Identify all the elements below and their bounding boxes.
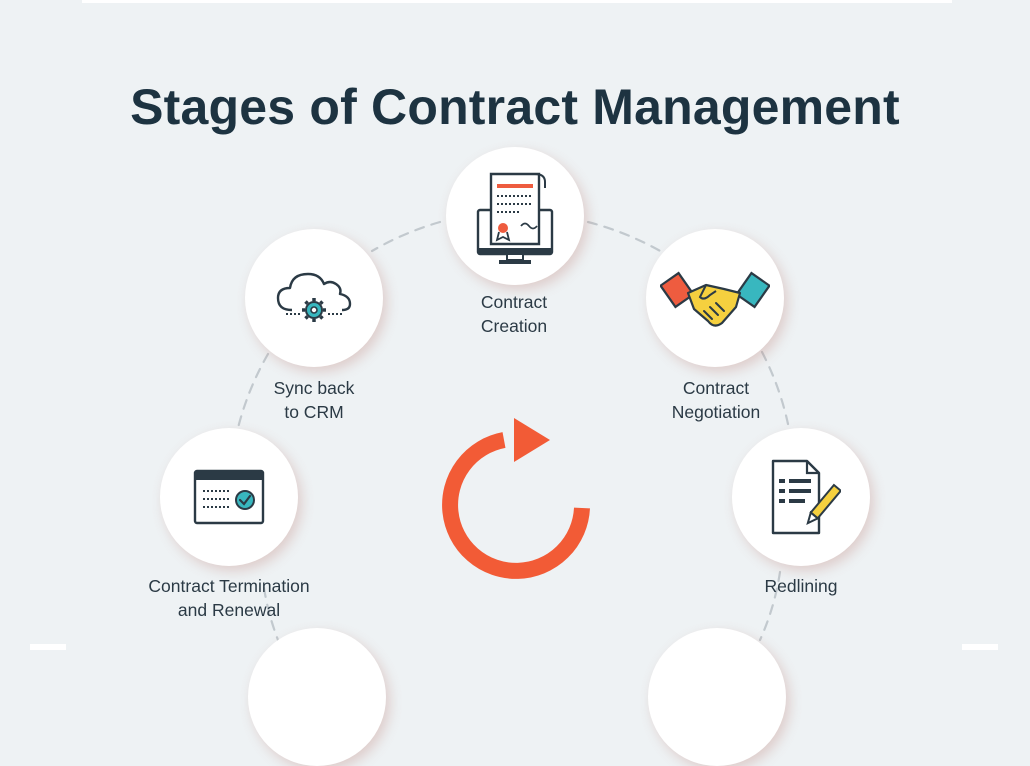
document-pen-icon xyxy=(771,459,841,535)
stage-label-contract-negotiation: Contract Negotiation xyxy=(671,378,761,422)
stage-label-redlining: Redlining xyxy=(764,576,838,596)
stage-label-sync-back-crm: Sync back to CRM xyxy=(273,378,355,422)
bottom-right-corner-strip xyxy=(962,644,998,650)
stage-contract-creation xyxy=(446,147,584,285)
top-border-strip xyxy=(82,0,952,3)
stage-contract-negotiation xyxy=(646,229,784,367)
cloud-gear-icon xyxy=(276,272,352,322)
cycle-dashed-path xyxy=(236,220,790,642)
certificate-monitor-icon xyxy=(476,172,554,264)
stage-sync-back-crm xyxy=(245,229,383,367)
stage-node-partial-right xyxy=(648,628,786,766)
cycle-arrow-icon xyxy=(442,418,590,579)
stage-label-contract-termination-renewal: Contract Termination and Renewal xyxy=(148,576,310,620)
stage-contract-termination-renewal xyxy=(160,428,298,566)
bottom-left-corner-strip xyxy=(30,644,66,650)
handshake-icon xyxy=(660,271,770,327)
stage-redlining xyxy=(732,428,870,566)
page-title: Stages of Contract Management xyxy=(130,78,900,135)
stage-node-partial-left xyxy=(248,628,386,766)
stage-label-contract-creation: Contract Creation xyxy=(480,292,548,336)
calendar-check-icon xyxy=(193,469,265,525)
